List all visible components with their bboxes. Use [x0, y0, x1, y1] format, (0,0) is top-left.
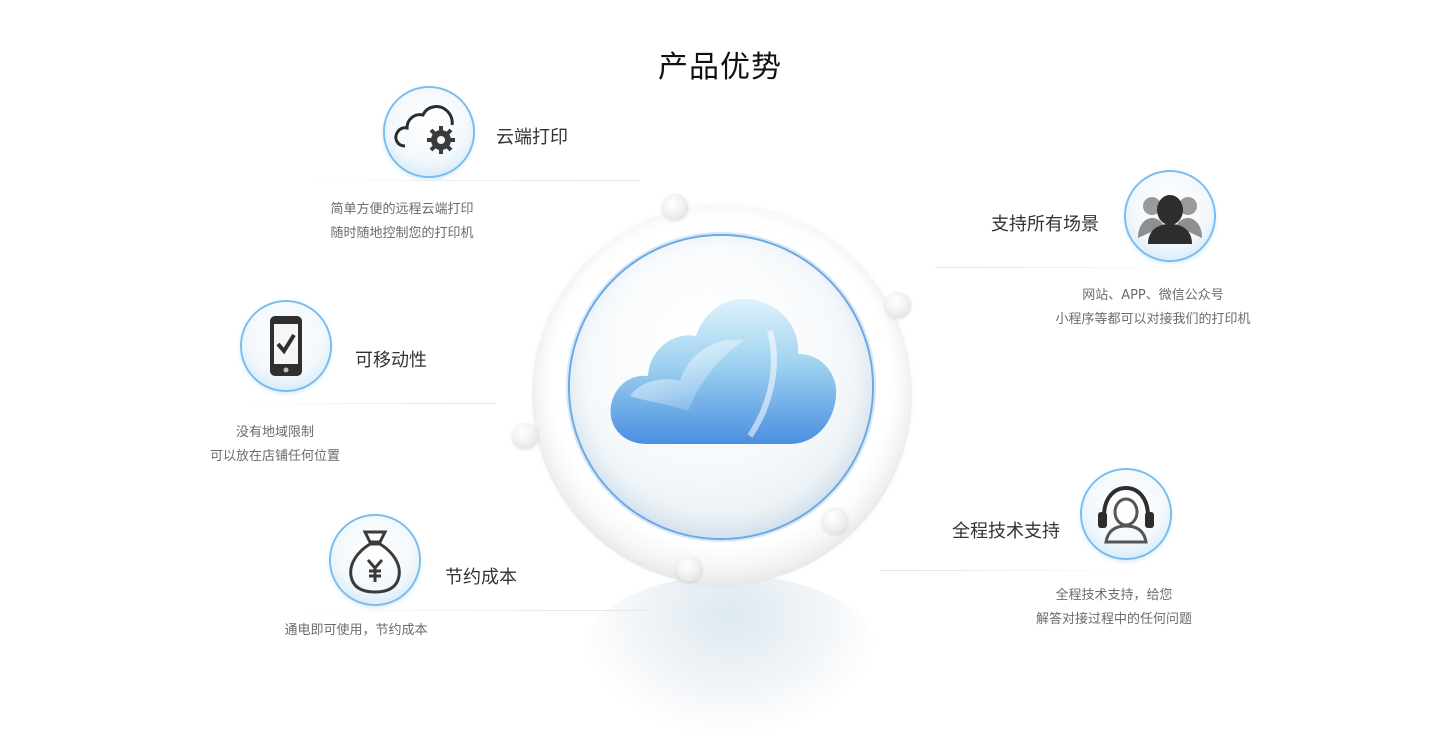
connector-line [935, 267, 1185, 268]
feature-desc-line: 可以放在店铺任何位置 [209, 449, 340, 464]
connector-line [880, 570, 1140, 571]
feature-title-all-scenes: 支持所有场景 [991, 214, 1099, 235]
cloud-gear-icon [385, 88, 473, 176]
people-group-icon [1126, 172, 1214, 260]
headset-agent-icon [1082, 470, 1170, 558]
connector-line [240, 403, 495, 404]
feature-desc-line: 网站、APP、微信公众号 [1082, 288, 1224, 303]
connector-line [300, 180, 640, 181]
ring-node [676, 556, 702, 582]
feature-desc-mobile: 没有地域限制 可以放在店铺任何位置 [200, 421, 350, 469]
feature-desc-line: 小程序等都可以对接我们的打印机 [1055, 312, 1251, 327]
feature-desc-line: 通电即可使用，节约成本 [284, 623, 428, 638]
feature-desc-all-scenes: 网站、APP、微信公众号 小程序等都可以对接我们的打印机 [1046, 284, 1260, 332]
feature-title-cloud-print: 云端打印 [496, 127, 568, 148]
feature-desc-line: 全程技术支持，给您 [1055, 588, 1173, 603]
feature-title-support: 全程技术支持 [952, 521, 1060, 542]
feature-desc-support: 全程技术支持，给您 解答对接过程中的任何问题 [1028, 584, 1200, 632]
ring-node [885, 292, 911, 318]
cloud-reflection [580, 575, 880, 735]
ring-node [822, 508, 848, 534]
connector-line [290, 610, 650, 611]
ring-node [662, 194, 688, 220]
feature-title-mobile: 可移动性 [355, 350, 427, 371]
ring-node [512, 423, 538, 449]
cloud-icon [610, 298, 837, 444]
feature-desc-line: 简单方便的远程云端打印 [330, 202, 474, 217]
feature-desc-line: 没有地域限制 [235, 425, 314, 440]
feature-desc-line: 随时随地控制您的打印机 [330, 226, 474, 241]
section-title: 产品优势 [658, 50, 782, 85]
feature-title-cost: 节约成本 [445, 567, 517, 588]
feature-desc-line: 解答对接过程中的任何问题 [1035, 612, 1192, 627]
feature-desc-cloud-print: 简单方便的远程云端打印 随时随地控制您的打印机 [327, 198, 477, 246]
feature-desc-cost: 通电即可使用，节约成本 [276, 619, 436, 643]
center-cloud-badge [570, 236, 872, 538]
money-bag-icon [331, 516, 419, 604]
phone-check-icon [242, 302, 330, 390]
